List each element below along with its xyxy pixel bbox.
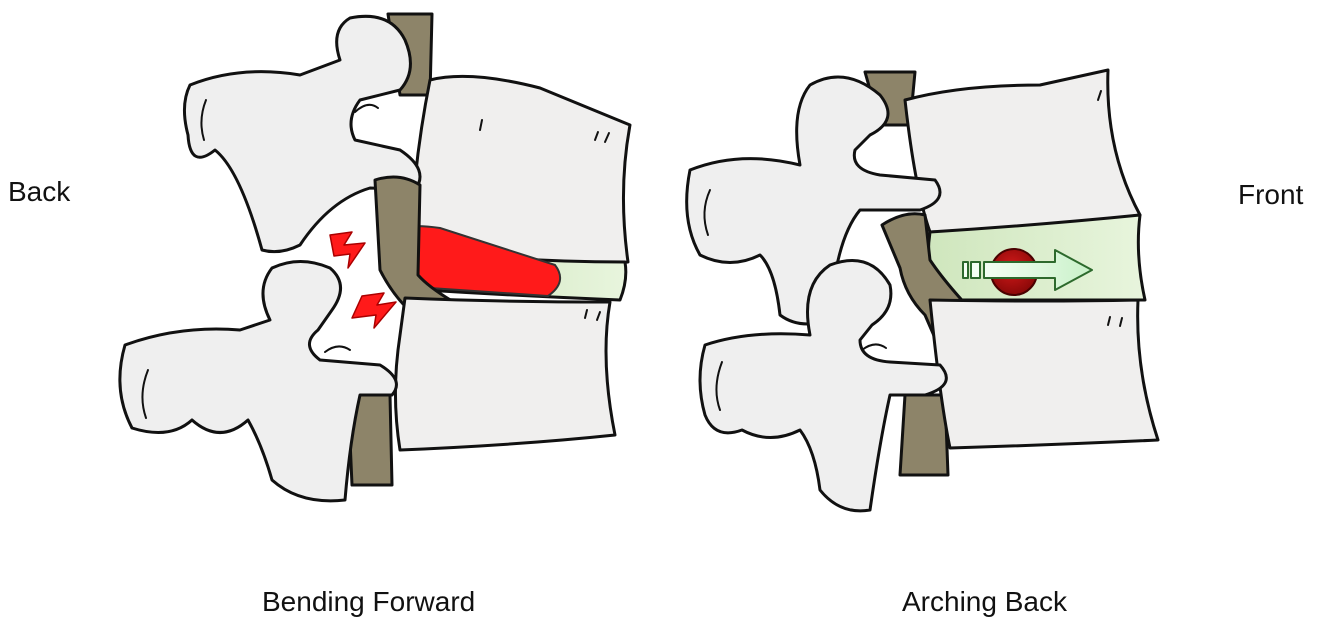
- lower-vertebral-body: [930, 300, 1158, 448]
- lower-vertebral-body: [395, 298, 615, 450]
- upper-vertebral-body: [905, 70, 1140, 232]
- front-label: Front: [1238, 181, 1303, 209]
- pain-bolt-icon: [352, 293, 396, 328]
- arching-back-illustration: [687, 70, 1158, 511]
- back-label: Back: [8, 178, 70, 206]
- bending-forward-illustration: [120, 14, 630, 501]
- arching-back-caption: Arching Back: [902, 588, 1067, 616]
- pain-bolt-icon: [330, 232, 365, 268]
- bending-forward-caption: Bending Forward: [262, 588, 475, 616]
- spinal-cord-lower: [900, 395, 948, 475]
